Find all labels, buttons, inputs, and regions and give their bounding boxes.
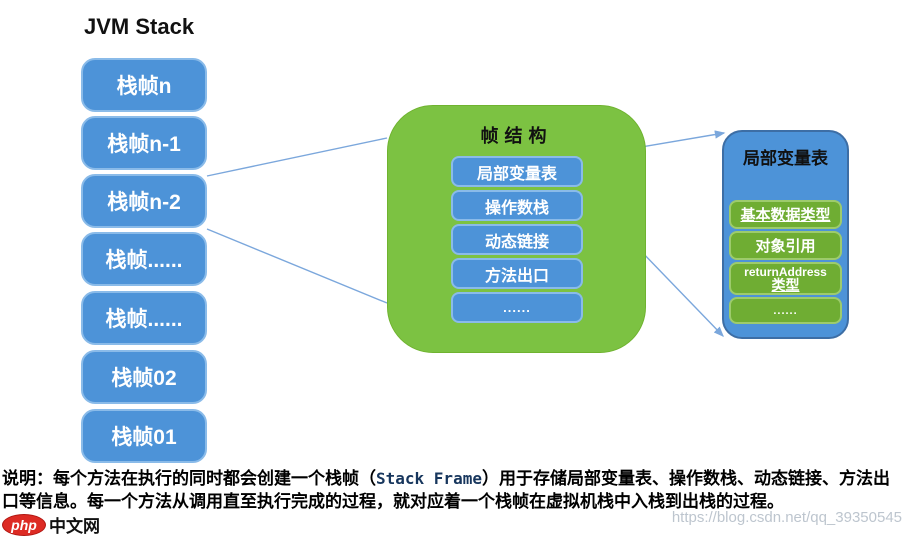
frame-item-method-exit: 方法出口 [451, 258, 583, 289]
local-variable-table-items: 基本数据类型 对象引用 returnAddress 类型 ...... [729, 200, 842, 326]
stack-frame-box: 栈帧02 [81, 350, 207, 404]
lvt-item-return-address-line1: returnAddress [744, 264, 827, 279]
watermark-url: https://blog.csdn.net/qq_39350545 [671, 509, 902, 526]
frame-structure-title: 帧结构 [480, 126, 553, 146]
lvt-item-basic-types: 基本数据类型 [729, 200, 842, 229]
lvt-item-return-address-line2: 类型 [771, 276, 800, 293]
lvt-item-object-reference-label: 对象引用 [755, 238, 816, 255]
page-title: JVM Stack [84, 14, 195, 39]
frame-structure-panel: 帧结构 局部变量表 操作数栈 动态链接 方法出口 ...... [387, 105, 646, 353]
php-logo-badge-icon: php [2, 513, 46, 536]
connector-stackframe-to-structure-top [206, 137, 388, 177]
stack-frame-box: 栈帧...... [81, 232, 207, 286]
stack-frame-box: 栈帧n-1 [81, 116, 207, 170]
caption-suffix: ）用于存储局部变量表、操作数栈、动态链接、方法出口等信息。每一个方法从调用直至执… [2, 469, 890, 511]
stack-frame-box: 栈帧01 [81, 409, 207, 463]
lvt-item-basic-types-label: 基本数据类型 [740, 207, 831, 224]
stack-frame-box: 栈帧n [81, 58, 207, 112]
caption-prefix: 说明：每个方法在执行的同时都会创建一个栈帧（ [2, 469, 376, 488]
lvt-item-object-reference: 对象引用 [729, 231, 842, 260]
frame-structure-items: 局部变量表 操作数栈 动态链接 方法出口 ...... [451, 156, 583, 326]
caption-highlight: Stack Frame [376, 469, 482, 488]
stack-frame-box: 栈帧n-2 [81, 174, 207, 228]
frame-item-local-variable-table: 局部变量表 [451, 156, 583, 187]
frame-item-ellipsis: ...... [451, 292, 583, 323]
local-variable-table-title: 局部变量表 [743, 149, 828, 168]
caption: 说明：每个方法在执行的同时都会创建一个栈帧（Stack Frame）用于存储局部… [2, 467, 902, 513]
lvt-item-ellipsis-label: ...... [773, 304, 798, 317]
frame-item-operand-stack: 操作数栈 [451, 190, 583, 221]
php-logo-name: 中文网 [49, 517, 100, 536]
lvt-item-return-address: returnAddress 类型 [729, 262, 842, 295]
php-cn-logo: php 中文网 [2, 512, 100, 537]
connector-stackframe-to-structure-bottom [206, 228, 388, 304]
lvt-item-ellipsis: ...... [729, 297, 842, 324]
frame-item-dynamic-linking: 动态链接 [451, 224, 583, 255]
local-variable-table-panel: 局部变量表 基本数据类型 对象引用 returnAddress 类型 .....… [722, 130, 849, 339]
stack-frame-box: 栈帧...... [81, 291, 207, 345]
